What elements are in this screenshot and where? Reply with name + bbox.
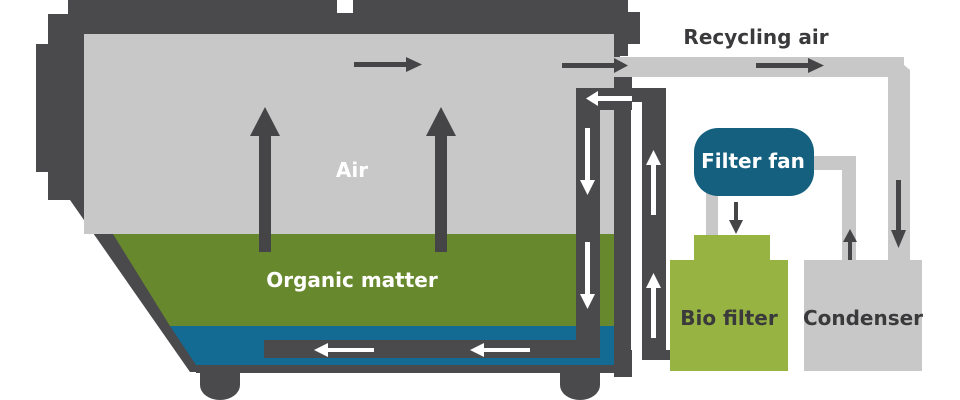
arrow-down-icon [729, 202, 743, 234]
air-region-side [600, 110, 614, 234]
arrow-left-icon [314, 343, 374, 357]
arrow-up-icon [843, 229, 857, 260]
recycling-air-label: Recycling air [683, 25, 828, 49]
arrow-up-icon [426, 107, 456, 252]
tank-foot [560, 370, 600, 400]
air-label: Air [336, 158, 368, 182]
arrow-up-icon [646, 273, 661, 338]
tank-bottom [196, 365, 632, 373]
arrow-right-icon [562, 58, 628, 73]
arrow-right-icon [756, 58, 824, 73]
bio-filter-box [670, 235, 788, 371]
arrows-dark [250, 57, 906, 260]
air-region-taper [84, 190, 113, 234]
arrow-down-icon [580, 128, 595, 195]
condenser-label: Condenser [803, 306, 923, 330]
duct-gap [631, 110, 642, 350]
arrow-up-icon [250, 107, 280, 252]
arrow-down-icon [580, 242, 595, 309]
filter-fan-label: Filter fan [701, 149, 805, 173]
organic-matter-label: Organic matter [266, 268, 438, 292]
tank-notch [628, 0, 640, 12]
bio-filter-label: Bio filter [680, 306, 778, 330]
arrows-white [314, 91, 661, 357]
tank-foot [200, 370, 240, 400]
organic-matter-side [600, 234, 614, 326]
filter-fan-box [694, 128, 814, 196]
tank-notch [337, 0, 353, 13]
air-region [84, 34, 614, 234]
arrow-up-icon [646, 150, 661, 215]
condenser-box [804, 260, 922, 371]
recycling-pipe [614, 57, 910, 262]
organic-matter-region [113, 234, 576, 326]
arrow-left-icon [586, 91, 632, 106]
arrow-right-icon [354, 57, 422, 72]
arrow-left-icon [470, 343, 530, 357]
arrow-down-icon [891, 180, 906, 248]
